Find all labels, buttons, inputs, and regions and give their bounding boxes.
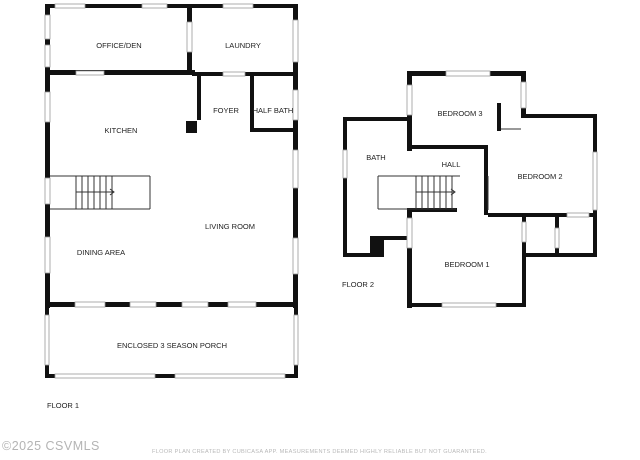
room-label-bedroom2: BEDROOM 2 <box>517 172 562 181</box>
f2-window <box>342 149 348 179</box>
f1-wall-left <box>45 4 50 308</box>
f2-wall <box>343 117 411 121</box>
f2-wall <box>521 114 597 118</box>
stair-arrow-icon <box>109 188 115 196</box>
f2-window <box>445 70 491 77</box>
f2-wall <box>407 121 412 149</box>
f1-window <box>293 314 299 366</box>
f1-porch-bottom <box>45 374 298 378</box>
room-label-bedroom1: BEDROOM 1 <box>444 260 489 269</box>
f1-window <box>174 373 286 379</box>
room-label-bedroom3: BEDROOM 3 <box>437 109 482 118</box>
f2-wall <box>412 208 457 212</box>
room-label-hall: HALL <box>442 160 461 169</box>
f1-window <box>186 21 193 53</box>
f1-wall-halfbath-left <box>250 72 254 132</box>
f1-wall-halfbath-bottom <box>250 128 298 132</box>
room-label-bath: BATH <box>366 153 385 162</box>
room-label-kitchen: KITCHEN <box>105 126 138 135</box>
f1-window <box>44 314 50 366</box>
room-label-dining-area: DINING AREA <box>77 248 125 257</box>
f1-window <box>227 301 257 308</box>
f2-stairs <box>377 175 456 210</box>
f1-window <box>54 373 156 379</box>
floor1-plan: OFFICE/DEN LAUNDRY FOYER HALF BATH KITCH… <box>44 3 299 410</box>
f1-window <box>141 3 168 9</box>
f1-window <box>74 301 106 308</box>
f2-window <box>406 84 413 116</box>
f2-wall <box>525 253 597 257</box>
f1-wall-office-bottom <box>45 70 195 75</box>
f2-wall <box>484 145 488 215</box>
floor2-plan: BEDROOM 3 BATH HALL BEDROOM 2 BEDROOM 1 … <box>342 70 598 308</box>
f2-window <box>441 302 497 308</box>
room-label-foyer: FOYER <box>213 106 239 115</box>
f1-wall-top <box>45 4 297 8</box>
f1-window <box>44 236 51 274</box>
room-label-laundry: LAUNDRY <box>225 41 261 50</box>
f1-window <box>54 3 86 9</box>
f2-window <box>520 81 527 109</box>
f2-wall <box>497 103 501 131</box>
f1-window <box>292 237 299 275</box>
f2-wall <box>522 217 526 307</box>
room-label-living-room: LIVING ROOM <box>205 222 255 231</box>
f1-window <box>222 71 246 77</box>
room-label-office: OFFICE/DEN <box>96 41 141 50</box>
f2-window <box>554 227 560 249</box>
f1-window <box>292 19 299 63</box>
f1-window <box>75 70 105 76</box>
f2-window <box>592 151 598 211</box>
f2-wall <box>407 208 412 308</box>
copyright-watermark: ©2025 CSVMLS <box>2 439 100 453</box>
f2-wall <box>343 117 347 257</box>
footer-disclaimer: FLOOR PLAN CREATED BY CUBICASA APP. MEAS… <box>152 449 487 455</box>
f1-window <box>44 14 51 40</box>
f1-window <box>44 177 51 205</box>
f1-window <box>44 44 51 68</box>
f2-wall <box>370 236 412 240</box>
stair-arrow-icon <box>450 188 456 196</box>
room-label-half-bath: HALF BATH <box>253 106 294 115</box>
f1-stairs <box>50 175 151 210</box>
f1-window <box>292 149 299 189</box>
f2-wall <box>343 253 373 257</box>
f2-window <box>406 217 413 249</box>
floor2-label: FLOOR 2 <box>342 280 374 289</box>
f1-window <box>222 3 254 9</box>
f1-window <box>129 301 157 308</box>
room-label-porch: ENCLOSED 3 SEASON PORCH <box>117 341 227 350</box>
f2-window <box>521 221 527 243</box>
f1-wall-main-bottom <box>45 302 298 307</box>
floor1-label: FLOOR 1 <box>47 401 79 410</box>
f2-wall <box>370 236 384 257</box>
f2-wall <box>407 145 485 149</box>
f2-window <box>566 212 590 218</box>
f1-wall-foyer-left <box>197 72 201 120</box>
f1-window <box>181 301 209 308</box>
f1-window <box>292 89 299 121</box>
f1-kitchen-block <box>186 121 197 133</box>
f2-wall <box>488 213 593 217</box>
f1-window <box>44 91 51 123</box>
